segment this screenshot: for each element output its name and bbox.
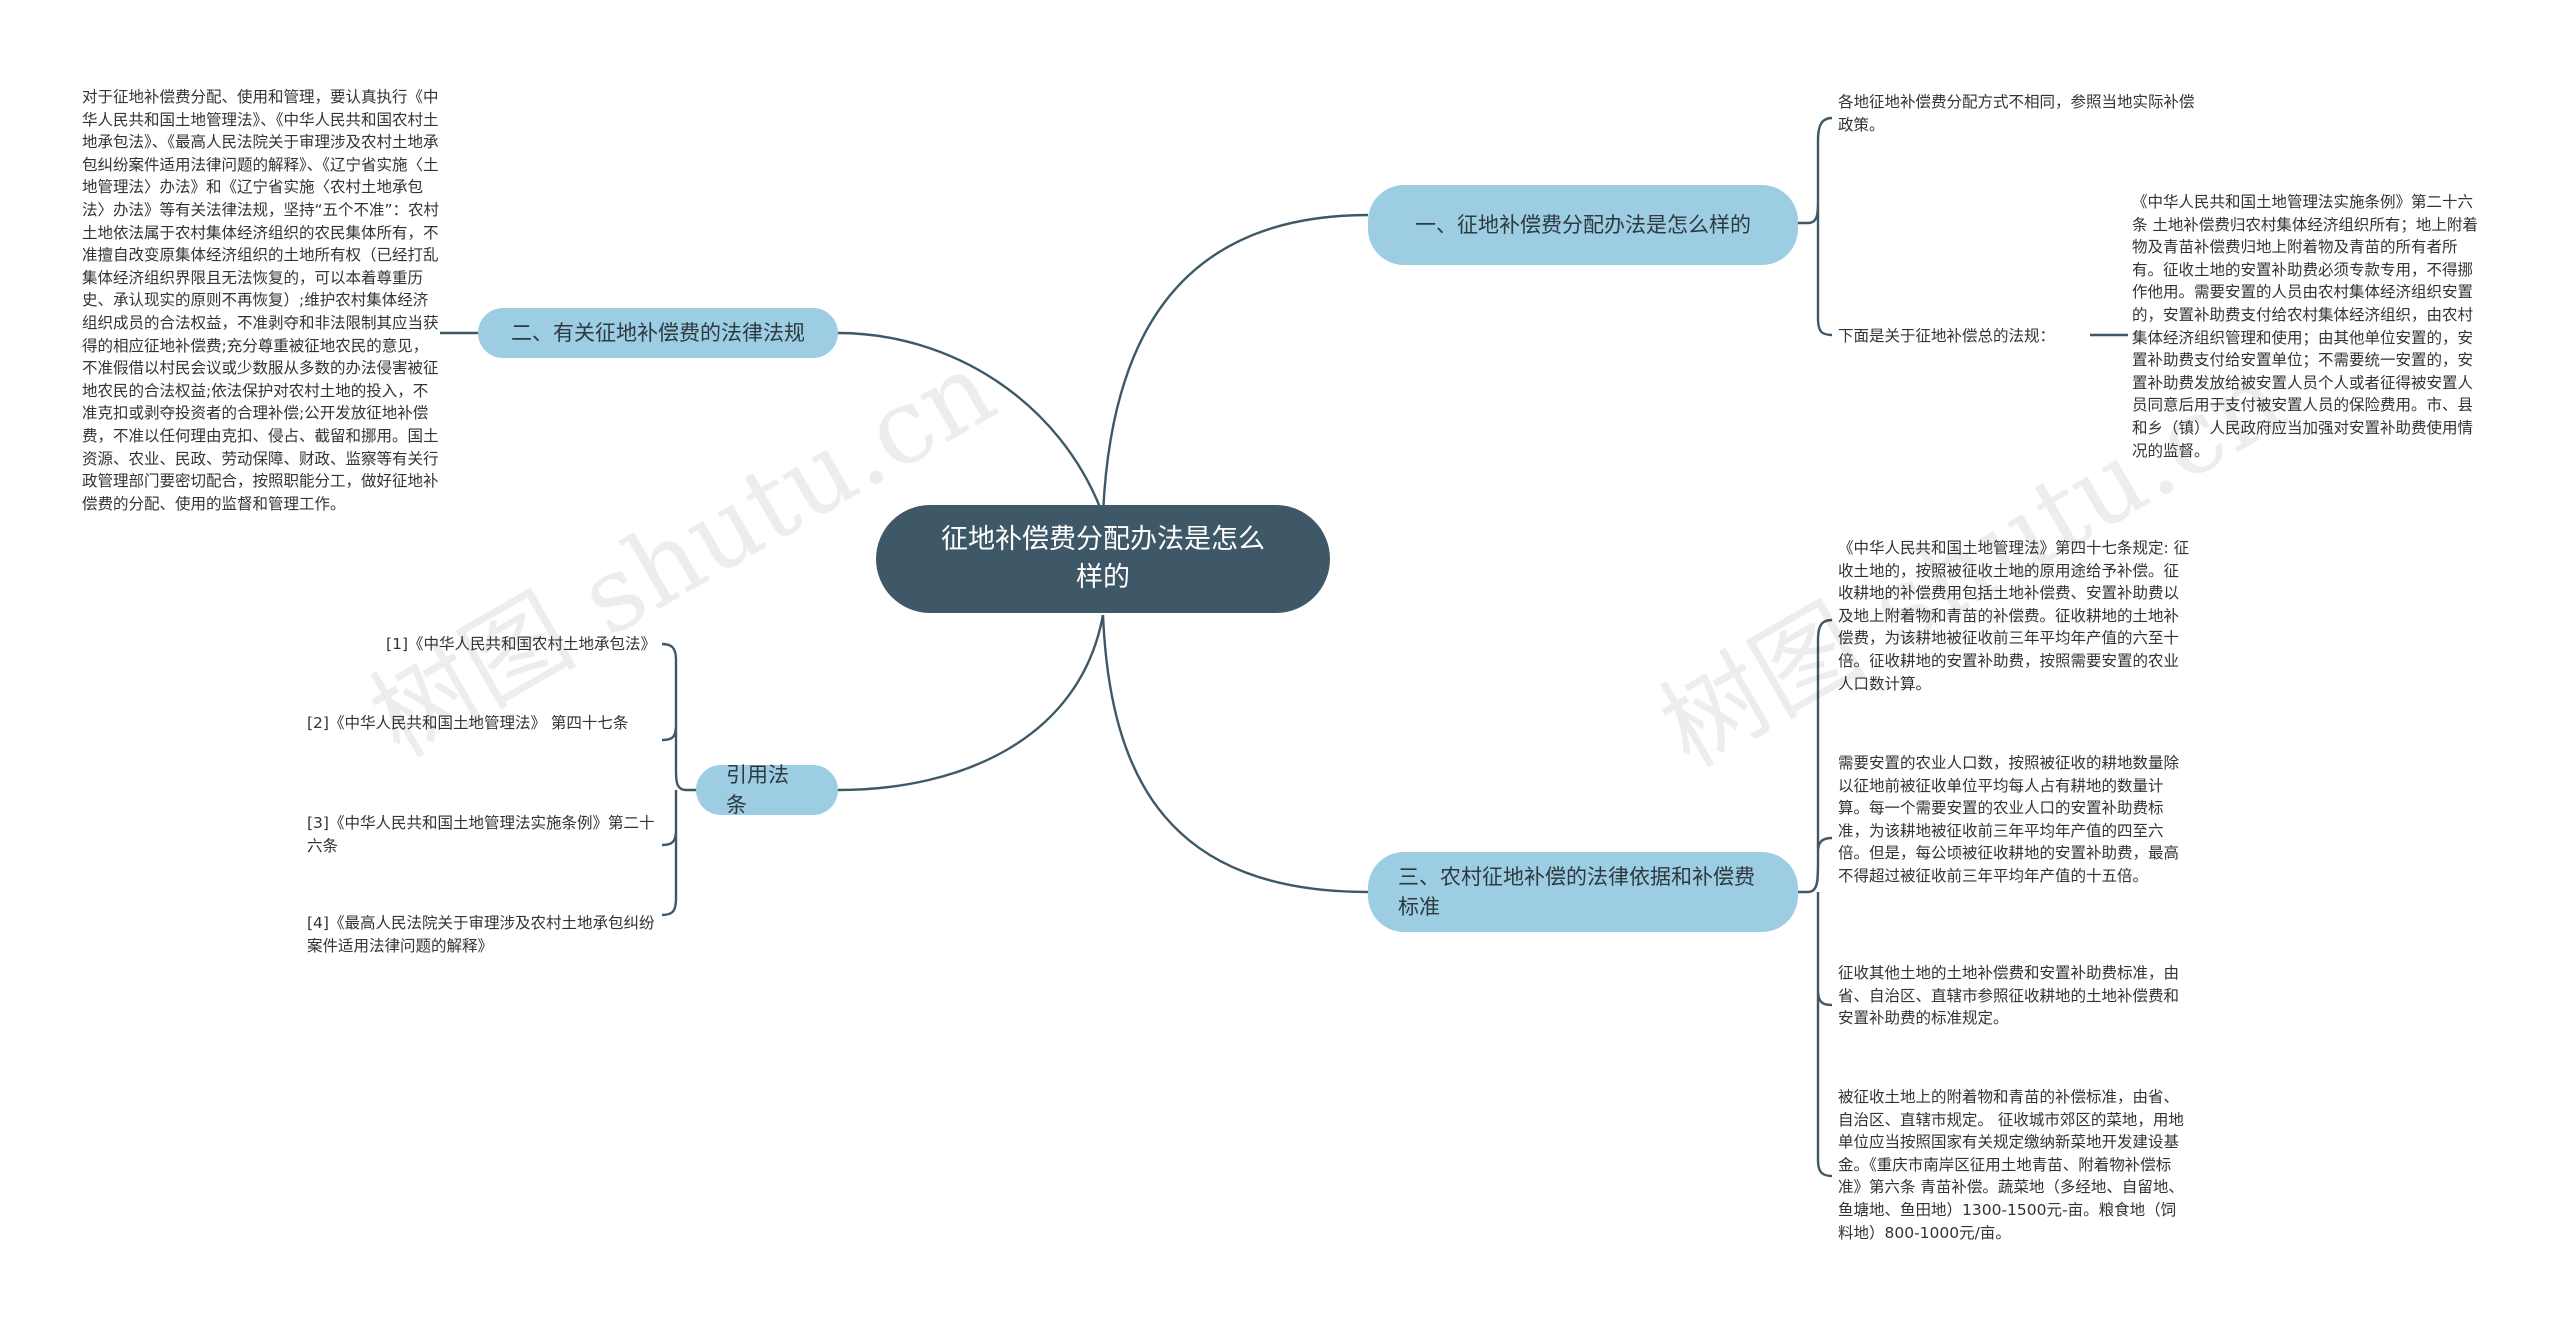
leaf-b1-note2: 下面是关于征地补偿总的法规： xyxy=(1838,327,2056,345)
connector-root-b4 xyxy=(1101,614,1369,894)
leaf-b2-text: 对于征地补偿费分配、使用和管理，要认真执行《中华人民共和国土地管理法》、《中华人… xyxy=(82,88,440,513)
connector-root-b1 xyxy=(1101,213,1369,516)
branch-node-3[interactable]: 引用法条 xyxy=(696,763,838,817)
root-node[interactable]: 征地补偿费分配办法是怎么样的 xyxy=(876,505,1330,613)
branch-label-1: 一、征地补偿费分配办法是怎么样的 xyxy=(1415,213,1751,237)
leaf-b4-4: 被征收土地上的附着物和青苗的补偿标准，由省、自治区、直辖市规定。 征收城市郊区的… xyxy=(1838,1088,2184,1242)
leaf-b4-1: 《中华人民共和国土地管理法》第四十七条规定: 征收土地的，按照被征收土地的原用途… xyxy=(1838,539,2190,693)
leaf-b1-note1: 各地征地补偿费分配方式不相同，参照当地实际补偿政策。 xyxy=(1838,93,2195,134)
branch-label-2: 二、有关征地补偿费的法律法规 xyxy=(511,321,805,345)
leaf-b4-2: 需要安置的农业人口数，按照被征收的耕地数量除以征地前被征收单位平均每人占有耕地的… xyxy=(1838,754,2180,885)
branch-node-2[interactable]: 二、有关征地补偿费的法律法规 xyxy=(478,308,838,358)
root-title: 征地补偿费分配办法是怎么样的 xyxy=(941,524,1265,593)
leaf-b4-3: 征收其他土地的土地补偿费和安置补助费标准，由省、自治区、直辖市参照征收耕地的土地… xyxy=(1838,964,2180,1028)
leaf-ref-2: [2]《中华人民共和国土地管理法》 第四十七条 xyxy=(307,714,629,732)
branch-label-4: 三、农村征地补偿的法律依据和补偿费标准 xyxy=(1398,865,1755,919)
leaf-b1-law: 《中华人民共和国土地管理法实施条例》第二十六条 土地补偿费归农村集体经济组织所有… xyxy=(2132,193,2478,460)
leaf-ref-3: [3]《中华人民共和国土地管理法实施条例》第二十六条 xyxy=(307,814,655,855)
connector-b4-bracket xyxy=(1798,618,1833,1178)
connector-root-b3 xyxy=(837,614,1105,792)
connector-b3-bracket xyxy=(661,642,696,917)
connector-root-b2 xyxy=(837,331,1105,516)
leaf-ref-1: [1]《中华人民共和国农村土地承包法》 xyxy=(386,635,656,653)
connector-b1-bracket xyxy=(1798,116,1833,337)
leaf-ref-4: [4]《最高人民法院关于审理涉及农村土地承包纠纷案件适用法律问题的解释》 xyxy=(307,914,655,955)
branch-node-4[interactable]: 三、农村征地补偿的法律依据和补偿费标准 xyxy=(1368,852,1798,932)
branch-node-1[interactable]: 一、征地补偿费分配办法是怎么样的 xyxy=(1368,185,1798,265)
branch-label-3: 引用法条 xyxy=(726,763,789,817)
